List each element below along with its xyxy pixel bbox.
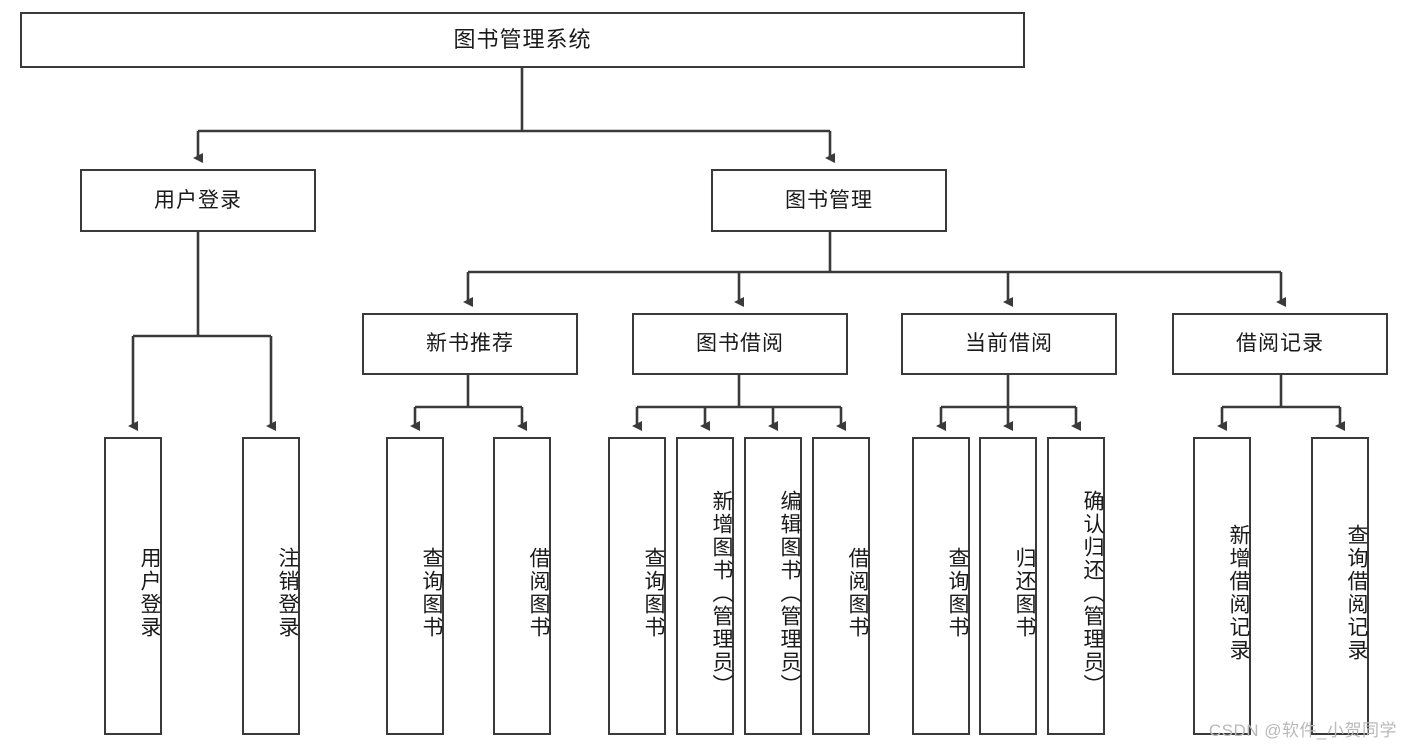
node-borrow-record[interactable]: 借阅记录: [1172, 313, 1388, 375]
leaf-borrow-record-query-record[interactable]: 查询借阅记录: [1311, 437, 1369, 735]
node-book-management[interactable]: 图书管理: [711, 169, 947, 232]
node-root-book-management-system[interactable]: 图书管理系统: [20, 12, 1025, 68]
leaf-book-borrow-borrow-book[interactable]: 借阅图书: [812, 437, 870, 735]
leaf-current-borrow-return-book[interactable]: 归还图书: [979, 437, 1037, 735]
leaf-new-recommend-query-book[interactable]: 查询图书: [386, 437, 444, 735]
leaf-current-borrow-query-book[interactable]: 查询图书: [912, 437, 970, 735]
node-current-borrow[interactable]: 当前借阅: [901, 313, 1117, 375]
leaf-user-login-signin[interactable]: 用户登录: [104, 437, 162, 735]
leaf-borrow-record-add-record[interactable]: 新增借阅记录: [1193, 437, 1251, 735]
leaf-current-borrow-confirm-return-admin[interactable]: 确认归还（管理员）: [1047, 437, 1105, 735]
leaf-new-recommend-borrow-book[interactable]: 借阅图书: [493, 437, 551, 735]
watermark-credit: CSDN @软件_小贺同学: [1208, 721, 1397, 740]
node-new-book-recommend[interactable]: 新书推荐: [362, 313, 578, 375]
node-book-borrow[interactable]: 图书借阅: [632, 313, 848, 375]
leaf-book-borrow-query-book[interactable]: 查询图书: [608, 437, 666, 735]
leaf-book-borrow-add-book-admin[interactable]: 新增图书（管理员）: [676, 437, 734, 735]
node-user-login[interactable]: 用户登录: [80, 169, 316, 232]
leaf-user-login-signout[interactable]: 注销登录: [242, 437, 300, 735]
leaf-book-borrow-edit-book-admin[interactable]: 编辑图书（管理员）: [744, 437, 802, 735]
